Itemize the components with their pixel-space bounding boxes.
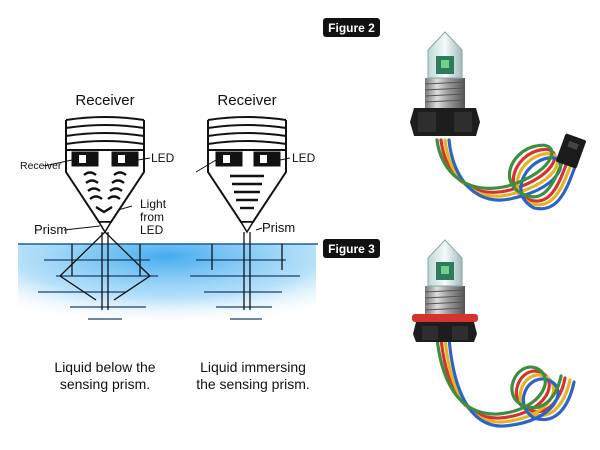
figure-3-badge: Figure 3 [323, 239, 380, 258]
figure-2-badge: Figure 2 [323, 18, 380, 37]
receiver-heading-left: Receiver [75, 92, 134, 109]
figure-2-badge-text: Figure 2 [328, 21, 375, 35]
caption-middle-line-2: the sensing prism. [196, 376, 310, 392]
light-label-line-2: from [140, 210, 164, 224]
sensor-diagram-middle [195, 116, 291, 310]
sensor-photo-figure-2 [410, 31, 586, 211]
figure-3-badge-text: Figure 3 [328, 242, 375, 256]
led-label-middle: LED [292, 151, 316, 165]
prism-label-middle: Prism [262, 220, 295, 235]
light-rays-left [83, 171, 127, 214]
liquid-region [18, 243, 318, 326]
caption-left-line-2: sensing prism. [60, 376, 150, 392]
light-rays-middle [230, 174, 264, 210]
thread-middle [207, 116, 287, 150]
caption-left-line-1: Liquid below the [54, 359, 155, 375]
caption-middle-line-1: Liquid immersing [200, 359, 306, 375]
led-label-left: LED [151, 151, 175, 165]
sensor-photo-figure-3 [412, 239, 576, 428]
receiver-heading-middle: Receiver [217, 92, 276, 109]
thread-left [65, 116, 145, 150]
wire-bundle-figure-2 [435, 138, 578, 211]
connector-figure-2 [556, 133, 586, 169]
receiver-label-left: Receiver [20, 160, 62, 172]
wire-bundle-figure-3 [435, 336, 576, 428]
light-label-line-1: Light [140, 197, 167, 211]
sensor-diagram-left [43, 116, 151, 310]
light-label-line-3: LED [140, 223, 164, 237]
prism-label-left: Prism [34, 222, 67, 237]
